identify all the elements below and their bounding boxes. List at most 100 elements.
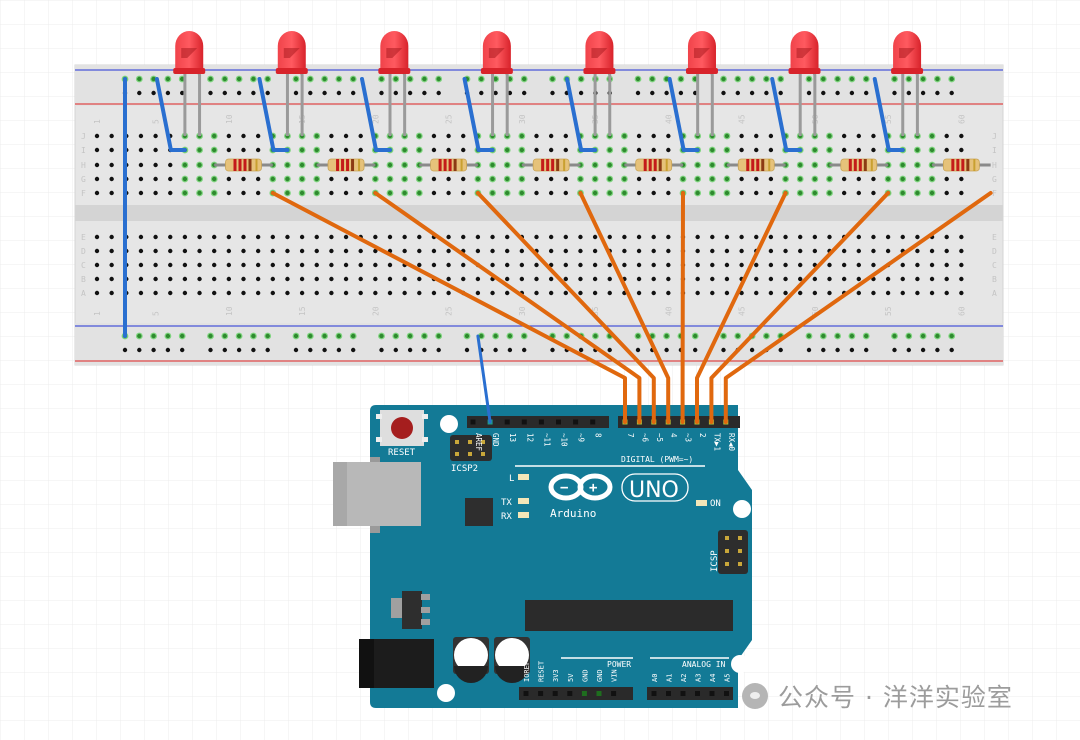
red-led[interactable] [480, 31, 513, 74]
resistor[interactable] [430, 158, 468, 172]
hole [578, 90, 584, 96]
header-pin[interactable] [470, 419, 476, 425]
watermark: 公众号 · 洋洋实验室 [742, 676, 1013, 716]
resistor[interactable] [737, 158, 775, 172]
header-pin[interactable] [695, 691, 700, 696]
cathode-jumper-wire[interactable] [770, 77, 803, 152]
hole [314, 248, 319, 254]
header-pin[interactable] [709, 691, 715, 696]
header-pin[interactable] [573, 419, 579, 425]
cathode-jumper-wire[interactable] [462, 77, 495, 152]
hole [251, 347, 256, 353]
hole-connected [578, 176, 583, 182]
resistor[interactable] [942, 158, 980, 172]
header-pin[interactable] [651, 691, 657, 696]
header-pin[interactable] [556, 419, 561, 425]
hole [666, 248, 671, 254]
hole [929, 248, 935, 254]
header-pin[interactable] [504, 419, 510, 425]
header-pin[interactable] [666, 691, 671, 696]
hole-connected [299, 176, 305, 182]
red-led[interactable] [173, 31, 206, 74]
hole-connected [182, 162, 188, 168]
column-label: 30 [518, 114, 527, 124]
red-led[interactable] [583, 31, 616, 74]
hole [197, 248, 202, 254]
resistor[interactable] [840, 158, 878, 172]
resistor-band [453, 159, 457, 171]
hole-connected [479, 76, 484, 82]
header-pin[interactable] [521, 419, 527, 425]
cathode-jumper-wire[interactable] [154, 77, 187, 152]
hole [109, 176, 114, 182]
hole [871, 262, 876, 268]
red-led[interactable] [891, 31, 924, 74]
hole [563, 190, 568, 196]
led-rim [480, 68, 513, 74]
header-pin[interactable] [590, 419, 596, 425]
hole [417, 262, 422, 268]
cathode-jumper-wire[interactable] [257, 77, 290, 152]
header-pin[interactable] [724, 691, 729, 696]
header-pin[interactable] [611, 691, 617, 696]
signal-wire-pin-2[interactable] [695, 191, 788, 424]
hole [168, 248, 173, 254]
hole [944, 176, 949, 182]
signal-wire-pin-5[interactable] [475, 191, 656, 424]
resistor[interactable] [327, 158, 365, 172]
reset-button[interactable] [376, 410, 428, 446]
resistor[interactable] [532, 158, 570, 172]
logo-minus: − [560, 480, 568, 496]
mount-hole [437, 684, 455, 702]
resistor[interactable] [225, 158, 262, 172]
red-led[interactable] [685, 31, 718, 74]
column-label: 60 [957, 306, 966, 316]
signal-wire-pin-0[interactable] [723, 191, 993, 424]
cathode-jumper-wire[interactable] [565, 77, 598, 152]
signal-wire-pin-6[interactable] [373, 191, 642, 424]
header-pin[interactable] [596, 691, 602, 696]
hole [387, 276, 393, 282]
header-pin[interactable] [567, 691, 573, 696]
hole [871, 234, 876, 240]
hole [841, 276, 847, 282]
resistor[interactable] [635, 158, 673, 172]
hole [754, 190, 759, 196]
cathode-jumper-wire[interactable] [360, 77, 392, 152]
header-pin[interactable] [680, 691, 686, 696]
column-label: 1 [93, 119, 102, 124]
hole-connected [949, 333, 954, 339]
hole-connected [607, 147, 612, 153]
cathode-jumper-wire[interactable] [872, 77, 905, 152]
hole [417, 248, 422, 254]
pin-label: IOREF [523, 661, 531, 682]
signal-wire-pin-4[interactable] [578, 191, 671, 424]
header-pin[interactable] [538, 691, 544, 696]
header-pin[interactable] [523, 691, 529, 696]
hole [806, 347, 812, 353]
hole [578, 234, 583, 240]
cathode-jumper-wire[interactable] [667, 77, 700, 152]
hole [293, 347, 299, 353]
red-led[interactable] [275, 31, 308, 74]
red-led[interactable] [788, 31, 821, 74]
header-pin[interactable] [538, 419, 544, 425]
header-pin[interactable] [581, 691, 587, 696]
header-pin[interactable] [552, 691, 558, 696]
red-led[interactable] [378, 31, 411, 74]
hole-connected [407, 333, 413, 339]
resistor-band [658, 159, 662, 171]
signal-wire-pin-1[interactable] [709, 191, 891, 424]
hole [783, 276, 788, 282]
signal-wire-pin-7[interactable] [270, 191, 627, 424]
hole [138, 190, 144, 196]
hole [534, 262, 539, 268]
hole [651, 276, 656, 282]
hole-connected [827, 133, 832, 139]
row-label: F [81, 189, 86, 198]
hole-connected [151, 76, 156, 82]
gnd-wire[interactable] [476, 334, 492, 424]
hole [695, 290, 700, 296]
hole [812, 276, 818, 282]
